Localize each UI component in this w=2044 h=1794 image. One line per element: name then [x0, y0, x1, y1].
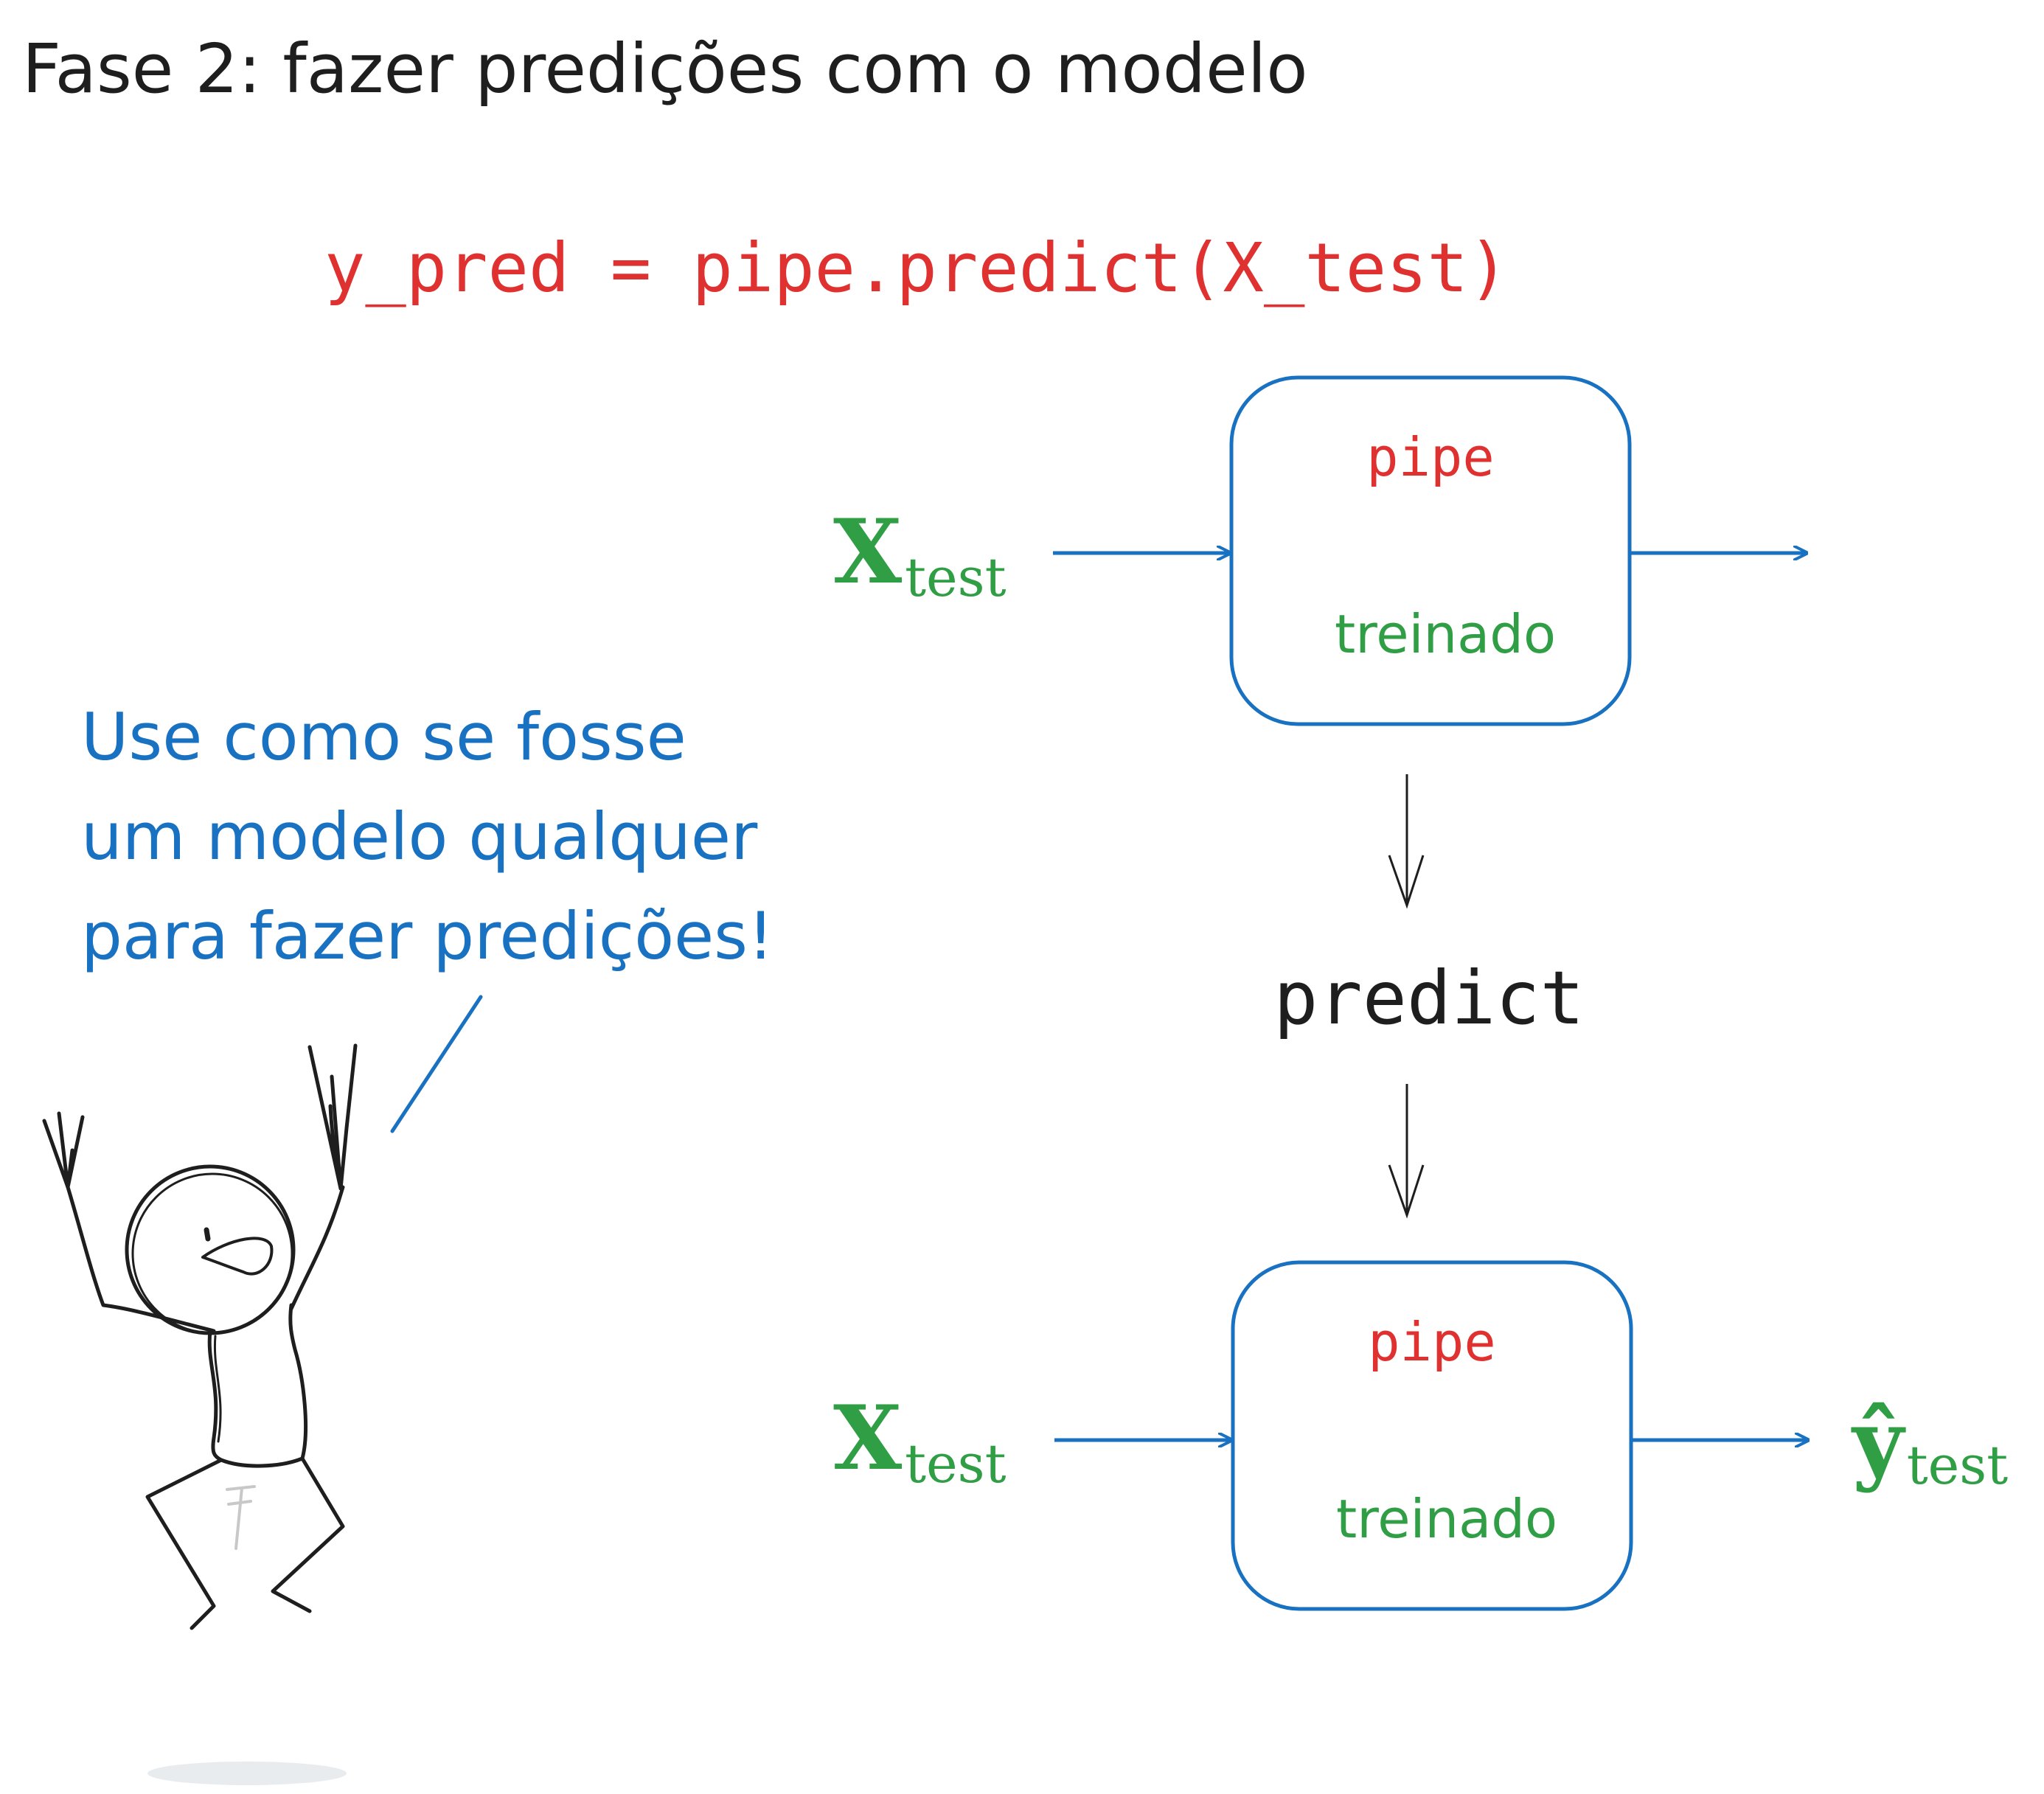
arrow-down-to-predict: [1388, 774, 1425, 909]
speech-line-2: um modelo qualquer: [81, 799, 758, 875]
code-line: y_pred = pipe.predict(X_test): [324, 229, 1509, 307]
input-x-test-top: Xtest: [833, 500, 1007, 608]
figure-right-arm: [289, 1185, 345, 1311]
input-x-test-bottom: Xtest: [833, 1386, 1007, 1495]
figure-left-arm: [66, 1185, 216, 1333]
figure-right-leg: [271, 1456, 345, 1613]
stick-figure-illustration: [42, 1043, 358, 1630]
pipeline-box-bottom: [1231, 1260, 1633, 1611]
figure-torso-sketch: [213, 1335, 222, 1443]
pipeline-box-top: [1229, 375, 1632, 726]
pipe-label-bottom: pipe: [1368, 1311, 1495, 1373]
figure-torso: [207, 1303, 308, 1468]
trained-label-top: treinado: [1335, 603, 1556, 665]
input-symbol-bottom: X: [833, 1386, 902, 1490]
input-subscript-bottom: test: [905, 1433, 1006, 1495]
figure-mouth: [201, 1237, 274, 1276]
trained-label-bottom: treinado: [1336, 1488, 1557, 1550]
input-symbol-top: X: [833, 500, 902, 604]
figure-shadow: [147, 1762, 347, 1785]
speech-line-3: para fazer predições!: [81, 898, 774, 974]
figure-right-hand: [307, 1043, 358, 1191]
output-symbol: ŷ: [1851, 1391, 1906, 1495]
page-title: Fase 2: fazer predições com o modelo: [22, 29, 1308, 108]
output-y-hat-test: ŷtest: [1851, 1391, 2008, 1496]
predict-label: predict: [1273, 955, 1584, 1041]
arrow-down-from-predict: [1388, 1084, 1425, 1219]
figure-shorts-mark: [226, 1485, 256, 1550]
speech-line-1: Use como se fosse: [81, 699, 686, 775]
input-subscript-top: test: [905, 546, 1006, 608]
figure-head-sketch: [131, 1172, 293, 1335]
output-subscript: test: [1907, 1434, 2008, 1496]
figure-eye: [204, 1227, 211, 1242]
speech-pointer-line: [390, 995, 483, 1133]
figure-left-leg: [145, 1458, 223, 1630]
pipe-label-top: pipe: [1366, 426, 1494, 488]
figure-left-hand: [42, 1111, 85, 1189]
figure-head: [125, 1164, 296, 1335]
